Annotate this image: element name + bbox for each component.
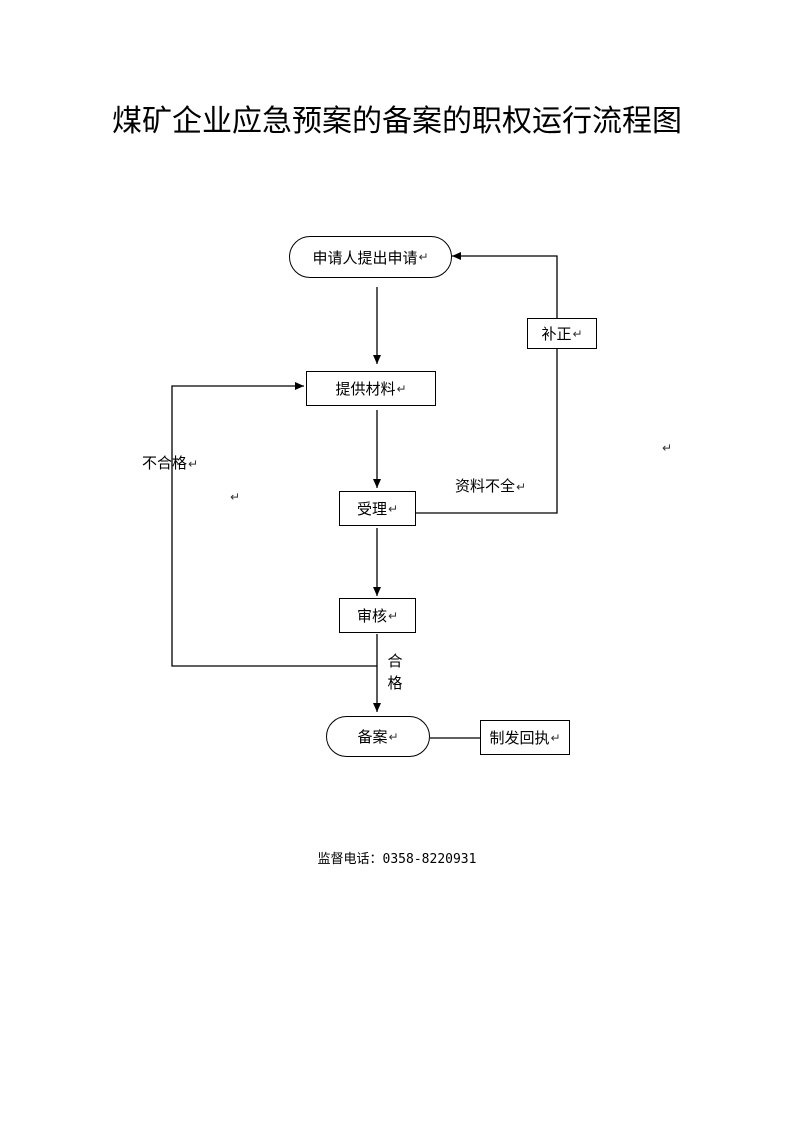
node-materials-label: 提供材料 bbox=[335, 380, 396, 398]
edge-label-unqualified: 不合格↵ bbox=[142, 454, 199, 472]
node-materials: 提供材料↵ bbox=[306, 371, 436, 406]
node-apply-label: 申请人提出申请 bbox=[312, 248, 418, 267]
page-title: 煤矿企业应急预案的备案的职权运行流程图 bbox=[112, 104, 682, 139]
paragraph-mark: ↵ bbox=[662, 441, 673, 455]
edge-label-qualified: 合 格 bbox=[387, 652, 403, 692]
node-accept-label: 受理 bbox=[356, 500, 387, 518]
node-record: 备案↵ bbox=[326, 716, 430, 757]
arrow-supplement-loop bbox=[416, 252, 558, 514]
paragraph-mark: ↵ bbox=[230, 490, 241, 504]
node-accept: 受理↵ bbox=[339, 491, 416, 526]
node-receipt: 制发回执↵ bbox=[480, 720, 570, 755]
node-review-label: 审核 bbox=[356, 607, 387, 625]
node-receipt-label: 制发回执 bbox=[489, 729, 550, 747]
arrow-unqualified-loop bbox=[171, 382, 377, 667]
node-supplement-label: 补正 bbox=[541, 325, 572, 343]
edge-label-incomplete: 资料不全↵ bbox=[455, 477, 527, 495]
node-supplement: 补正↵ bbox=[527, 318, 597, 349]
node-review: 审核↵ bbox=[339, 598, 416, 633]
supervision-phone: 监督电话：0358-8220931 bbox=[317, 852, 477, 867]
node-record-label: 备案 bbox=[357, 728, 388, 746]
node-apply: 申请人提出申请↵ bbox=[289, 236, 452, 278]
